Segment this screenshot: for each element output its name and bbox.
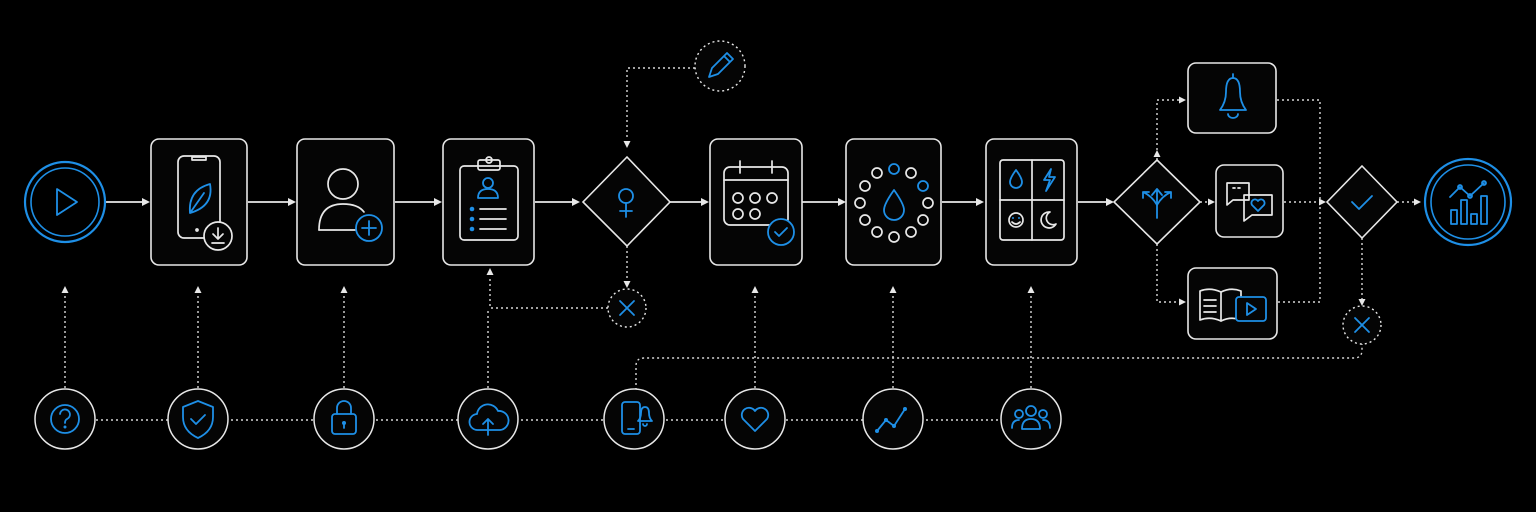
clipboard-profile-icon [459,156,519,241]
connectors [61,67,1421,421]
play-icon [56,188,78,216]
cycle-tracking-node[interactable] [845,138,942,266]
split-arrows-icon [1142,188,1172,219]
lock-icon [331,400,357,435]
group-icon [1011,405,1051,430]
cloud-upload-icon [468,403,510,436]
gender-decision-node[interactable] [581,155,672,248]
support-community-node[interactable] [1000,388,1062,450]
check-icon [1351,195,1373,210]
bell-icon [1219,73,1247,119]
chat-heart-icon [1226,182,1273,222]
female-symbol-icon [618,188,634,218]
close-icon [1354,317,1370,333]
analytics-chart-icon [1449,180,1488,225]
user-add-icon [318,168,383,242]
heart-icon [740,406,770,432]
download-app-node[interactable] [150,138,248,266]
book-video-icon [1199,288,1267,322]
support-privacy-node[interactable] [167,388,229,450]
support-trends-node[interactable] [862,388,924,450]
support-health-node[interactable] [724,388,786,450]
calendar-check-icon [723,160,795,246]
notification-node[interactable] [1187,62,1277,134]
reject-node-2[interactable] [1342,305,1382,345]
symptom-grid-icon [999,159,1065,241]
close-icon [619,300,635,316]
insights-end-node[interactable] [1423,157,1513,247]
phone-bell-icon [621,401,653,435]
create-profile-node[interactable] [296,138,395,266]
questionnaire-node[interactable] [442,138,535,266]
support-security-node[interactable] [313,388,375,450]
support-help-node[interactable] [34,388,96,450]
phone-leaf-download-icon [177,155,233,251]
trend-line-icon [875,407,907,433]
shield-check-icon [182,400,214,439]
reject-node-1[interactable] [607,288,647,328]
start-node[interactable] [23,160,107,244]
confirm-decision-node[interactable] [1325,164,1399,240]
cycle-drop-icon [854,163,934,243]
question-icon [50,404,80,434]
calendar-confirm-node[interactable] [709,138,803,266]
route-decision-node[interactable] [1112,158,1202,246]
education-node[interactable] [1187,267,1278,340]
edit-node[interactable] [694,40,746,92]
chat-support-node[interactable] [1215,164,1284,238]
pencil-icon [708,52,734,78]
support-reminders-node[interactable] [603,388,665,450]
support-cloud-sync-node[interactable] [457,388,519,450]
symptom-log-node[interactable] [985,138,1078,266]
